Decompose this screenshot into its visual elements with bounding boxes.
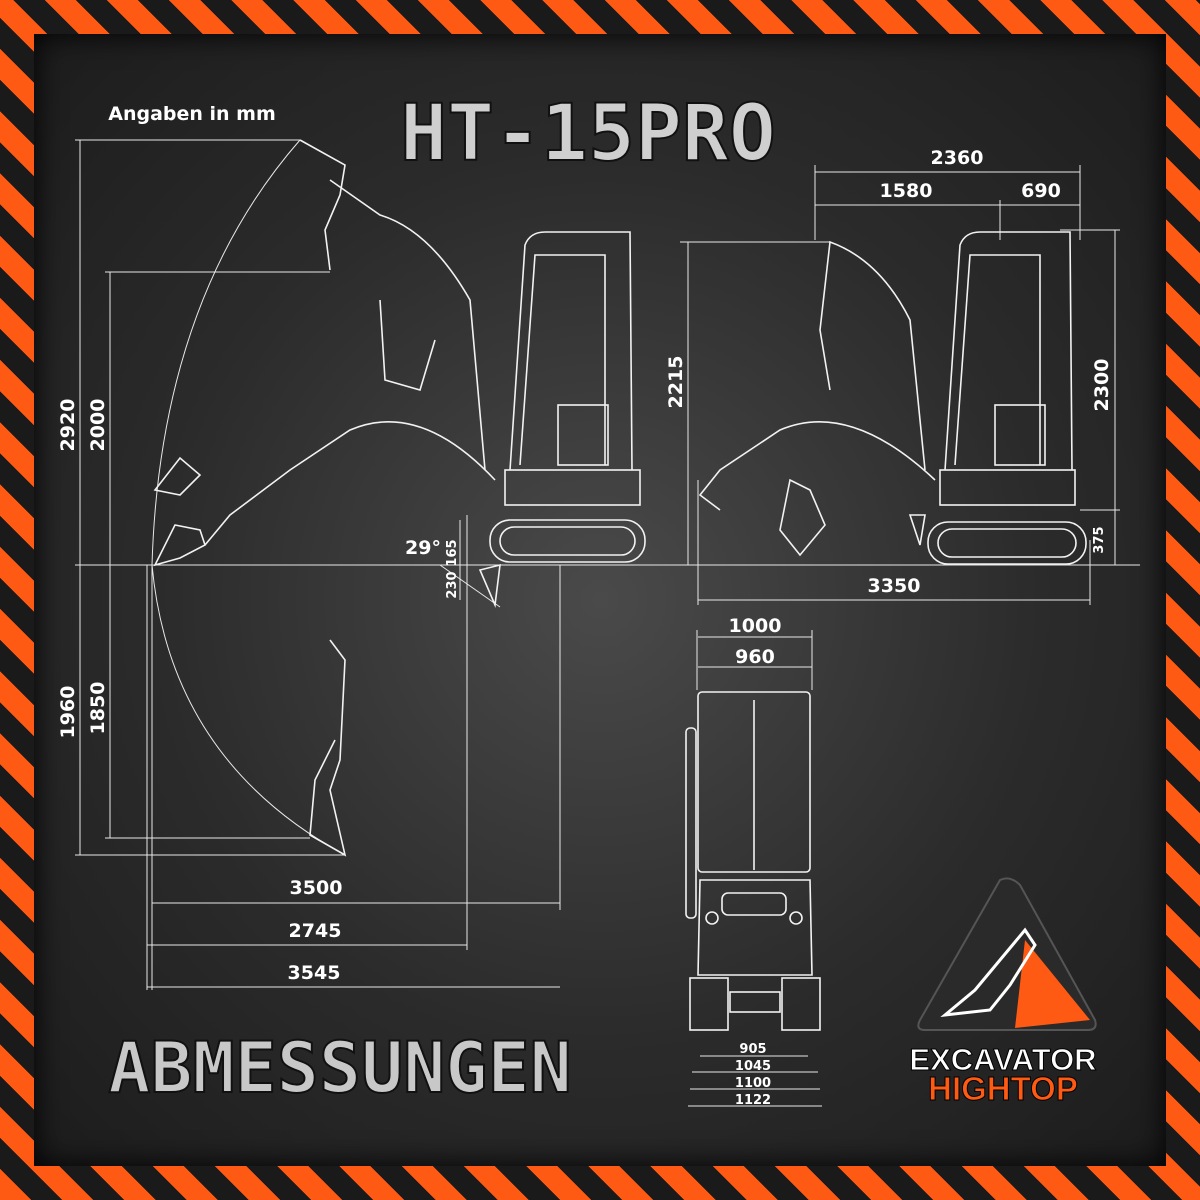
dim-1122: 1122: [735, 1093, 771, 1108]
left-dimension-lines: [75, 139, 1140, 990]
dim-3545: 3545: [288, 962, 341, 984]
dim-1000: 1000: [729, 615, 782, 637]
dim-3500: 3500: [290, 877, 343, 899]
hightop-logo: EXCAVATOR HIGHTOP: [909, 877, 1097, 1108]
dim-1850: 1850: [87, 682, 109, 735]
units-note: Angaben in mm: [108, 103, 276, 125]
dim-905: 905: [739, 1042, 766, 1057]
dim-1100: 1100: [735, 1076, 771, 1091]
dim-2745: 2745: [289, 920, 342, 942]
logo-hightop-text: HIGHTOP: [928, 1070, 1078, 1107]
front-dimension-lines: [688, 630, 822, 1107]
dim-2000: 2000: [87, 399, 109, 452]
excavator-front-drawing: [685, 691, 821, 1031]
excavator-side-left-drawing: [153, 139, 646, 857]
dim-2215: 2215: [665, 356, 687, 409]
dim-2300: 2300: [1091, 359, 1113, 412]
logo-excavator-text: EXCAVATOR: [909, 1042, 1096, 1077]
model-title: HT-15PRO: [400, 89, 776, 179]
dim-2360: 2360: [931, 147, 984, 169]
dim-2920: 2920: [57, 399, 79, 452]
dim-1045: 1045: [735, 1059, 771, 1074]
dim-3350: 3350: [868, 575, 921, 597]
dim-960: 960: [735, 646, 775, 668]
dim-1580: 1580: [880, 180, 933, 202]
right-dimension-lines: [680, 165, 1120, 605]
excavator-side-right-drawing: [698, 231, 1087, 565]
dim-690: 690: [1021, 180, 1061, 202]
dim-375: 375: [1092, 526, 1107, 553]
bucket-angle: 29°: [405, 537, 441, 559]
dim-165: 165: [445, 539, 460, 566]
dim-1960: 1960: [57, 686, 79, 739]
section-title: ABMESSUNGEN: [108, 1027, 572, 1109]
dim-230: 230: [445, 571, 460, 598]
